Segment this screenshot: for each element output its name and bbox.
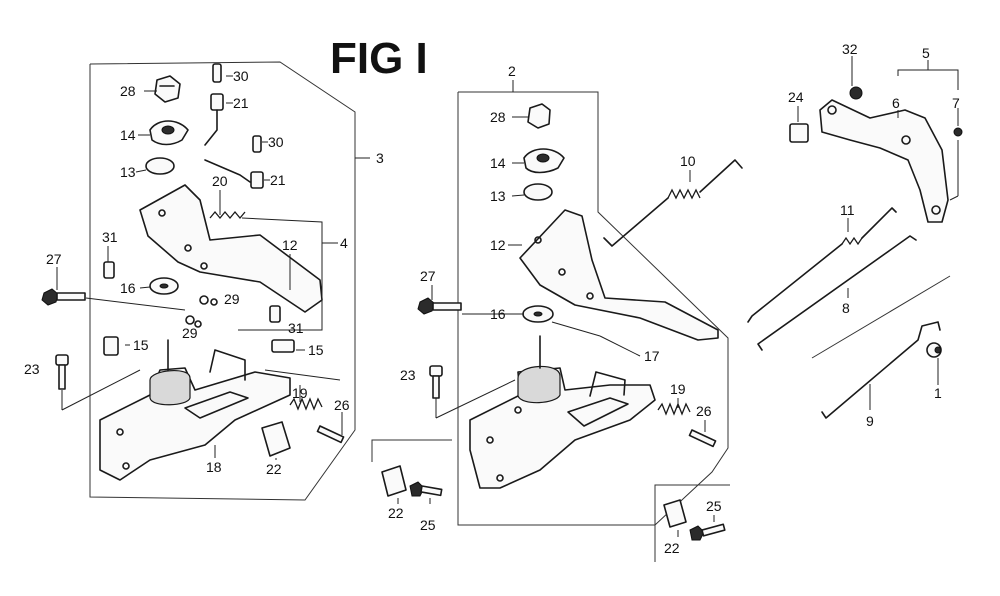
callout-26a: 26 [334, 397, 350, 413]
callout-26b: 26 [696, 403, 712, 419]
callout-13a: 13 [120, 164, 136, 180]
callout-2: 2 [508, 63, 516, 79]
callout-21b: 21 [270, 172, 286, 188]
callout-22b: 22 [388, 505, 404, 521]
callout-13b: 13 [490, 188, 506, 204]
callout-15b: 15 [308, 342, 324, 358]
callout-30b: 30 [268, 134, 284, 150]
assembly-center [417, 80, 729, 526]
callout-27a: 27 [46, 251, 62, 267]
callout-21a: 21 [233, 95, 249, 111]
callout-8: 8 [842, 300, 850, 316]
nut-part [154, 75, 181, 103]
assembly-left [41, 61, 370, 501]
callout-29b: 29 [182, 325, 198, 341]
callout-9: 9 [866, 413, 874, 429]
callout-10: 10 [680, 153, 696, 169]
callout-11: 11 [840, 202, 855, 218]
spring-10-part [603, 159, 743, 247]
callout-14b: 14 [490, 155, 506, 171]
callout-1: 1 [934, 385, 942, 401]
callout-23b: 23 [400, 367, 416, 383]
callout-32: 32 [842, 41, 858, 57]
callout-labels: 28 30 21 14 30 3 13 20 21 31 12 4 27 16 … [24, 41, 960, 556]
callout-18: 18 [206, 459, 222, 475]
callout-19a: 19 [292, 385, 308, 401]
callout-22c: 22 [664, 540, 680, 556]
callout-15a: 15 [133, 337, 149, 353]
callout-25b: 25 [706, 498, 722, 514]
callout-12a: 12 [282, 237, 298, 253]
callout-3: 3 [376, 150, 384, 166]
callout-7: 7 [952, 95, 960, 111]
rod-8-part [757, 235, 917, 351]
rod-11-part [747, 207, 897, 323]
callout-14a: 14 [120, 127, 136, 143]
callout-23a: 23 [24, 361, 40, 377]
callout-16a: 16 [120, 280, 136, 296]
lever-assembly-right [789, 56, 963, 223]
callout-12b: 12 [490, 237, 506, 253]
callout-4: 4 [340, 235, 348, 251]
callout-17: 17 [644, 348, 660, 364]
sleeve-bolt-group-center [371, 439, 452, 504]
callout-27b: 27 [420, 268, 436, 284]
callout-5: 5 [922, 45, 930, 61]
callout-16b: 16 [490, 306, 506, 322]
callout-25a: 25 [420, 517, 436, 533]
sleeve-bolt-group-right [654, 484, 730, 562]
callout-28b: 28 [490, 109, 506, 125]
callout-24: 24 [788, 89, 804, 105]
rod-9-part [811, 275, 951, 419]
callout-30a: 30 [233, 68, 249, 84]
callout-29a: 29 [224, 291, 240, 307]
callout-20: 20 [212, 173, 228, 189]
washer-part [145, 157, 175, 175]
callout-31b: 31 [288, 320, 304, 336]
callout-6: 6 [892, 95, 900, 111]
figure-title: FIG I [330, 34, 428, 83]
callout-28a: 28 [120, 83, 136, 99]
callout-19b: 19 [670, 381, 686, 397]
callout-31a: 31 [102, 229, 118, 245]
callout-22a: 22 [266, 461, 282, 477]
